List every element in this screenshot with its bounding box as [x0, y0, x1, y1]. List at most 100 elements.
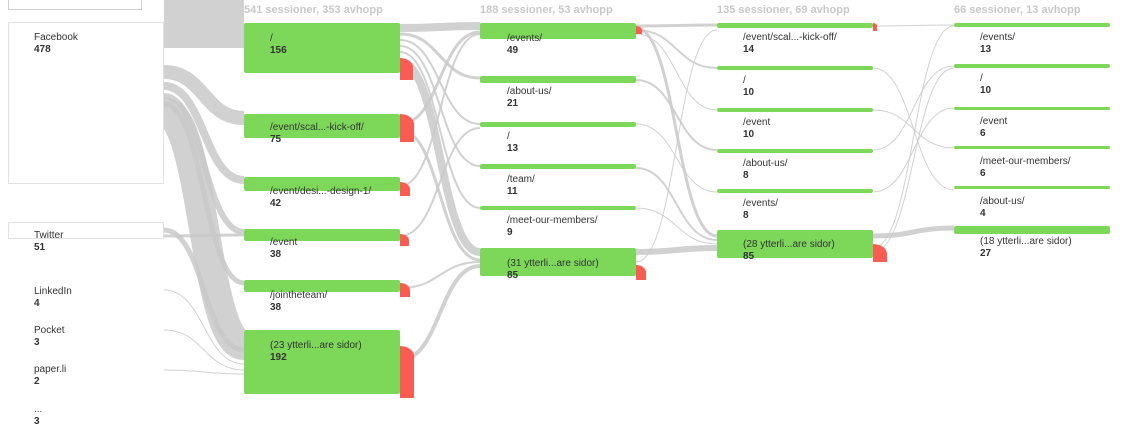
step2-label-events: /events/49 [507, 33, 543, 56]
step1-dropoff-jointheteam[interactable] [400, 283, 410, 297]
step3-node-root[interactable] [717, 66, 873, 70]
flow-path[interactable] [635, 26, 718, 238]
flow-path[interactable] [399, 261, 481, 289]
flow-path[interactable] [163, 289, 245, 365]
flow-path[interactable] [399, 58, 481, 256]
step2-label-more: (31 ytterli...are sidor)85 [507, 258, 599, 281]
flow-path[interactable] [635, 33, 718, 111]
step2-node-team[interactable] [480, 164, 636, 169]
flow-path[interactable] [399, 39, 481, 125]
step1-node-kickoff[interactable] [244, 114, 400, 138]
flow-path[interactable] [635, 29, 718, 69]
column-header-2: 188 sessioner, 53 avhopp [480, 4, 613, 16]
step4-node-events[interactable] [954, 23, 1110, 27]
flow-path[interactable] [872, 65, 955, 151]
step1-label-more: (23 ytterli...are sidor)192 [270, 340, 362, 363]
flow-path[interactable] [399, 32, 481, 80]
flow-path[interactable] [159, 97, 249, 360]
flow-path[interactable] [635, 23, 718, 28]
flow-path[interactable] [635, 167, 718, 241]
source-label-more[interactable]: ...3 [34, 404, 43, 427]
step4-node-members[interactable] [954, 146, 1110, 149]
step3-label-root: /10 [743, 75, 755, 98]
step1-node-design[interactable] [244, 177, 400, 191]
step2-node-root[interactable] [480, 122, 636, 127]
step3-node-aboutus[interactable] [717, 149, 873, 153]
flow-path[interactable] [872, 67, 955, 253]
step1-label-jointheteam: /jointheteam/38 [270, 290, 328, 313]
step2-label-members: /meet-our-members/9 [507, 215, 598, 238]
flow-path[interactable] [399, 264, 481, 362]
step3-node-more[interactable] [717, 230, 873, 258]
flow-path[interactable] [635, 245, 718, 255]
step3-label-kickoff: /event/scal...-kick-off/14 [743, 32, 837, 55]
step4-node-event[interactable] [954, 107, 1110, 110]
step4-label-events: /events/13 [980, 32, 1016, 55]
flow-path[interactable] [399, 45, 481, 167]
step1-node-jointheteam[interactable] [244, 280, 400, 292]
flow-path[interactable] [399, 51, 481, 209]
step4-label-members: /meet-our-members/6 [980, 156, 1071, 179]
step1-label-design: /event/desi...-design-1/42 [270, 186, 372, 209]
step1-dropoff-more[interactable] [400, 346, 414, 398]
step1-node-event[interactable] [244, 229, 400, 241]
step1-label-root: /156 [270, 33, 287, 56]
step3-dropoff-more[interactable] [873, 244, 887, 262]
flow-path[interactable] [635, 29, 718, 263]
flow-path[interactable] [635, 207, 718, 245]
source-node-twitter[interactable] [8, 222, 164, 239]
flow-path[interactable] [163, 329, 245, 371]
step1-label-kickoff: /event/scal...-kick-off/75 [270, 122, 364, 145]
column-header-1: 541 sessioner, 353 avhopp [244, 4, 383, 16]
step1-dropoff-design[interactable] [400, 182, 410, 196]
flow-path[interactable] [872, 24, 955, 27]
step3-dropoff-kickoff[interactable] [873, 23, 877, 31]
step2-node-more[interactable] [480, 248, 636, 276]
step4-label-more: (18 ytterli...are sidor)27 [980, 236, 1072, 259]
flow-path[interactable] [163, 82, 245, 184]
step3-label-events: /events/8 [743, 198, 779, 221]
step3-label-more: (28 ytterli...are sidor)85 [743, 239, 835, 262]
flow-path[interactable] [872, 107, 955, 193]
step3-node-kickoff[interactable] [717, 23, 873, 28]
step2-node-members[interactable] [480, 206, 636, 210]
step4-node-root[interactable] [954, 64, 1110, 68]
step1-dropoff-kickoff[interactable] [400, 114, 414, 142]
step2-dropoff-more[interactable] [636, 265, 646, 280]
flow-path[interactable] [635, 123, 718, 193]
flow-path[interactable] [872, 25, 955, 249]
step2-node-events[interactable] [480, 23, 636, 39]
source-node-facebook[interactable] [8, 22, 164, 184]
flow-path[interactable] [163, 65, 245, 125]
step2-node-aboutus[interactable] [480, 76, 636, 83]
flow-path[interactable] [635, 79, 718, 151]
flow-path[interactable] [872, 109, 955, 149]
column-header-3: 135 sessioner, 69 avhopp [717, 4, 850, 16]
step1-node-more[interactable] [244, 330, 400, 394]
flow-path[interactable] [399, 22, 481, 32]
step1-dropoff-event[interactable] [400, 234, 409, 246]
step4-node-more[interactable] [954, 226, 1110, 234]
step2-label-root: /13 [507, 131, 519, 154]
flow-path[interactable] [872, 225, 955, 239]
flow-path[interactable] [163, 369, 245, 375]
flow-path[interactable] [399, 33, 481, 187]
step2-label-team: /team/11 [507, 174, 535, 197]
step2-dropoff-events[interactable] [636, 26, 642, 34]
step4-label-aboutus: /about-us/4 [980, 196, 1025, 219]
step1-node-root[interactable] [244, 23, 400, 73]
flow-path[interactable] [163, 233, 245, 238]
step3-node-event[interactable] [717, 108, 873, 112]
step3-node-events[interactable] [717, 189, 873, 193]
step4-node-aboutus[interactable] [954, 186, 1110, 189]
flow-path[interactable] [399, 127, 481, 237]
step1-dropoff-root[interactable] [400, 58, 413, 80]
